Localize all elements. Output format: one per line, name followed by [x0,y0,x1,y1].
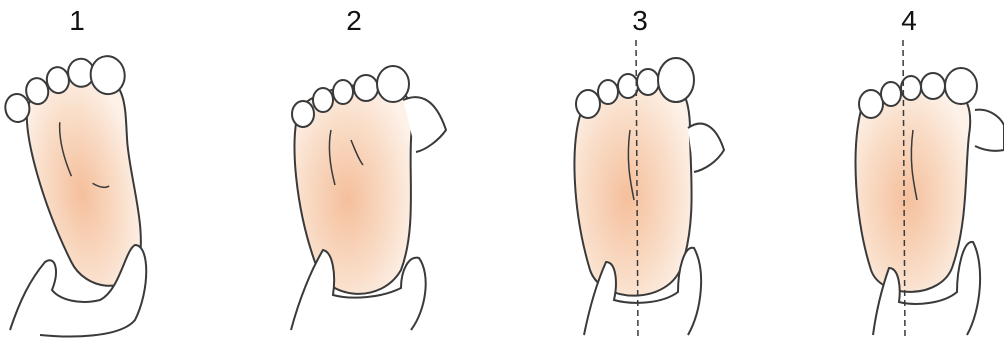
foot-sole-illustration [292,66,412,294]
thumb-illustration [688,124,724,172]
foot-sole-illustration [574,58,694,296]
step-3-illustration [502,0,753,340]
foot-sole-illustration [856,68,977,292]
step-4-panel: 4 [753,0,1004,340]
thumb-illustration [975,110,1004,151]
step-2-panel: 2 [251,0,502,340]
step-1-illustration [0,0,251,340]
step-3-panel: 3 [502,0,753,340]
step-1-panel: 1 [0,0,251,340]
step-4-illustration [753,0,1004,340]
step-2-illustration [251,0,502,340]
